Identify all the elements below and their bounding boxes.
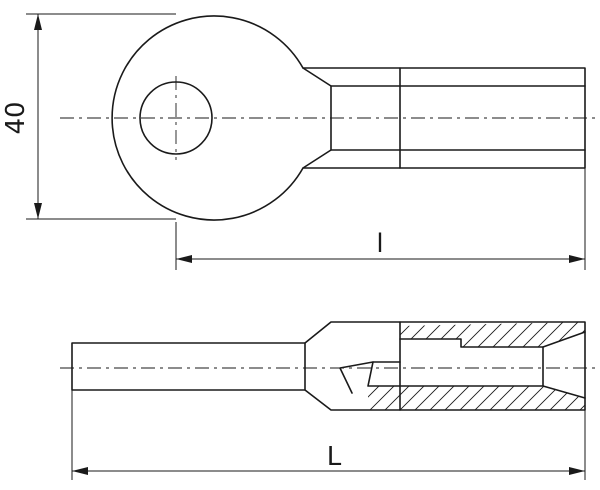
top-view: 40 l [1,13,598,270]
l-arrow-right [569,255,585,263]
L-dimension-label: L [327,442,342,472]
L-arrow-left [72,467,88,475]
l-arrow-left [176,255,192,263]
L-arrow-right [569,467,585,475]
lug-ring-outline [111,15,332,221]
conical-bore-tip [339,361,374,394]
height-arrow-top [34,14,42,30]
side-view: L [60,321,598,480]
bore-cavity-lower [367,361,586,399]
height-arrow-bottom [34,203,42,219]
bore-cavity-outline [399,331,586,348]
flat-tongue-outline [71,342,306,391]
l-dimension-label: l [376,229,383,259]
height-dimension-label: 40 [1,101,31,134]
section-hatching [368,322,585,410]
